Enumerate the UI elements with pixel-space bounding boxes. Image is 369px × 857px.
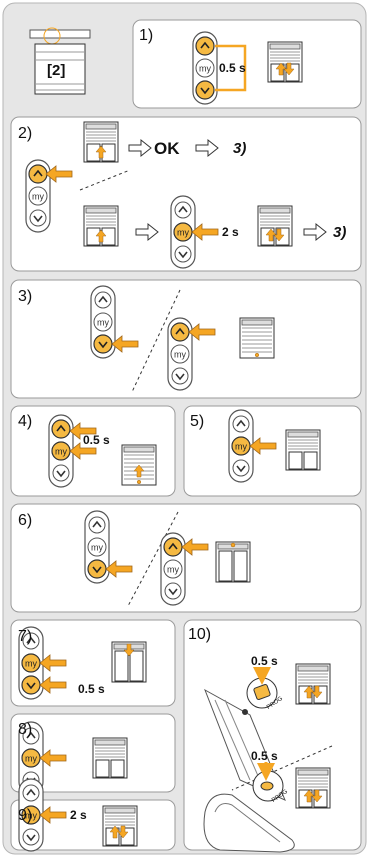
motor-shutter-illustration [29,27,91,95]
panel-step-5 [183,405,362,497]
step-7-duration: 0.5 s [78,682,105,696]
step-8-label: 8) [18,721,33,738]
step-2-duration: 2 s [222,225,239,239]
svg-text:my: my [25,754,37,764]
goto-step-3-ref: 3) [233,140,247,157]
step-6-label: 6) [18,512,33,529]
svg-text:my: my [25,811,37,821]
step-4-label: 4) [18,413,33,430]
step-1-duration: 0.5 s [219,61,246,75]
down-button-highlight [21,675,41,695]
divider-dashed [231,745,333,791]
window-icon [215,541,251,583]
roller-shutter-icon [295,663,331,705]
divider-dashed [79,169,131,191]
up-chevron-icon [200,41,210,49]
ok-label: OK [154,139,180,158]
down-button-highlight [87,559,107,579]
up-button-highlight [163,537,183,557]
press-both-bracket [215,44,247,92]
roller-shutter-icon [295,767,331,809]
svg-text:my: my [235,442,247,452]
svg-text:my: my [25,659,37,669]
down-button-highlight [195,80,215,100]
up-button-highlight [51,419,71,439]
step-10-duration-b: 0.5 s [251,749,278,763]
down-chevron-icon [200,87,210,95]
roller-shutter-icon [92,737,128,779]
step-5-label: 5) [190,413,205,430]
closed-shutter-icon [239,317,275,359]
remote-back-illustration [203,793,295,853]
step-10-label: 10) [188,626,212,643]
panel-step-1 [132,19,362,109]
goto-step-3-ref: 3) [333,224,347,241]
step-7-label: 7) [18,628,33,645]
divider-dashed [131,289,181,393]
prog-button-icon [260,781,274,791]
step-3-label: 3) [18,288,33,305]
channel-badge: [2] [47,62,66,79]
prog-button-icon [253,684,271,700]
step-4-duration: 0.5 s [83,433,110,447]
roller-shutter-icon [285,429,321,471]
roller-shutter-icon [257,205,293,247]
panel-step-6 [10,503,362,613]
limit-indicator [230,542,236,548]
step-2-label: 2) [18,125,33,142]
roller-shutter-icon [267,41,303,83]
step-10-duration-a: 0.5 s [251,654,278,668]
svg-text:my: my [177,228,189,238]
step-9-label: 9) [18,807,33,824]
step-1-label: 1) [139,27,154,44]
step-9-duration: 2 s [70,808,87,822]
up-button-highlight [195,36,215,56]
up-button-highlight [28,164,48,184]
up-button-highlight [170,322,190,342]
svg-text:my: my [55,447,67,457]
roller-shutter-icon [102,805,138,847]
down-button-highlight [93,334,113,354]
